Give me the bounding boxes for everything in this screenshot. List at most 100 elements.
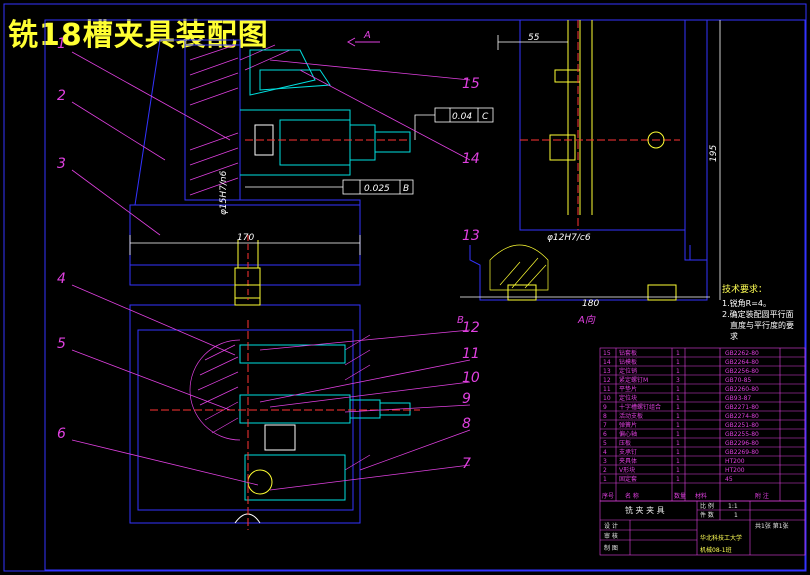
bom-cell-qty: 1 [676, 359, 680, 366]
bom-cell-qty: 1 [676, 404, 680, 411]
plan-hatch [189, 334, 371, 471]
bom-cell-qty: 1 [676, 350, 680, 357]
tb-class: 机械08-1班 [700, 546, 732, 554]
bom-cell-no: 5 [603, 440, 607, 447]
callout-4: 4 [57, 271, 66, 287]
tb-designer: 设 计 [604, 522, 618, 530]
bom-head-no: 序号 [602, 492, 614, 500]
callout-15: 15 [462, 76, 480, 92]
callout-2: 2 [57, 88, 66, 104]
bom-cell-std: GB2274-80 [725, 413, 759, 420]
bom-cell-std: GB2260-80 [725, 386, 759, 393]
callout-8: 8 [462, 416, 471, 432]
bom-cell-qty: 1 [676, 413, 680, 420]
req-line-1: 1.锐角R=4。 [722, 298, 771, 308]
req-line-4: 求 [730, 331, 738, 341]
callout-5: 5 [57, 336, 66, 352]
callout-10: 10 [462, 370, 480, 386]
tol-frame-c [414, 107, 494, 140]
bom-cell-qty: 1 [676, 395, 680, 402]
dim-55: 55 [528, 33, 540, 43]
callout-3: 3 [57, 156, 66, 172]
bom-head-note: 附 注 [755, 492, 769, 500]
bom-cell-name: 定位块 [619, 394, 637, 402]
front-view [129, 39, 361, 286]
view-mark-a-direction: A向 [577, 314, 596, 326]
bom-cell-name: 压板 [619, 439, 631, 447]
bom-cell-qty: 1 [676, 431, 680, 438]
bom-cell-std: GB2264-80 [725, 359, 759, 366]
tb-scale: 1:1 [728, 503, 738, 510]
bom-cell-no: 1 [603, 476, 607, 483]
view-mark-a: A [363, 30, 371, 41]
req-line-2: 2.确定装配圆平行面 [722, 309, 794, 319]
side-view [469, 19, 708, 301]
bom-cell-name: 紧定螺钉M [619, 376, 648, 384]
bom-cell-name: 定位销 [619, 367, 637, 375]
bom-header: 序号 名 称 数量 材料 附 注 [602, 492, 769, 500]
bom-cell-name: 夹具体 [619, 457, 637, 465]
outer-border [3, 3, 807, 572]
req-line-3: 直度与平行度的要 [730, 320, 794, 330]
tol-frame-b [245, 179, 414, 195]
tol-c-ref: C [482, 112, 489, 122]
bom-cell-std: GB2251-80 [725, 422, 759, 429]
bom-head-qty: 数量 [674, 492, 686, 500]
bom-head-mat: 材料 [695, 492, 707, 500]
tb-drawn: 制 图 [604, 544, 618, 552]
bom-cell-std: GB2262-80 [725, 350, 759, 357]
callout-7: 7 [462, 456, 471, 472]
bom-cell-qty: 1 [676, 368, 680, 375]
plan-parts [239, 344, 411, 501]
tol-c-value: 0.04 [452, 112, 472, 122]
inner-border [44, 19, 806, 571]
bom-cell-std: HT200 [725, 458, 745, 465]
bom-cell-name: 固定套 [619, 475, 637, 483]
bom-cell-no: 12 [603, 377, 611, 384]
bom-cell-name: V形块 [619, 466, 635, 474]
tb-checker: 审 核 [604, 532, 618, 540]
bom-cell-qty: 1 [676, 386, 680, 393]
dim-195: 195 [709, 145, 719, 162]
bom-cell-qty: 1 [676, 467, 680, 474]
view-mark-b: B [457, 315, 464, 326]
req-heading: 技术要求： [722, 283, 767, 295]
side-hatch [489, 244, 549, 291]
bom-cell-std: GB2255-80 [725, 431, 759, 438]
drawing-title: 铣18槽夹具装配图 [8, 18, 269, 53]
bom-cell-std: GB93-87 [725, 395, 751, 402]
bom-cell-name: 偏心轴 [619, 430, 637, 438]
tb-qty: 1 [734, 512, 738, 519]
callout-6: 6 [57, 426, 66, 442]
bom-cell-no: 6 [603, 431, 607, 438]
bom-cell-no: 14 [603, 359, 611, 366]
bom-cell-no: 11 [603, 386, 611, 393]
callout-9: 9 [462, 391, 471, 407]
bom-cell-qty: 1 [676, 440, 680, 447]
bom-cell-std: GB2271-80 [725, 404, 759, 411]
callout-14: 14 [462, 151, 480, 167]
bom-cell-no: 2 [603, 467, 607, 474]
bom-cell-std: GB2256-80 [725, 368, 759, 375]
tol-b-ref: B [403, 184, 409, 194]
fit-15-label: φ15H7/n6 [219, 170, 229, 215]
bom-cell-no: 4 [603, 449, 607, 456]
bom-cell-name: 十字槽螺钉组合 [619, 403, 661, 411]
tb-school: 华北科技工大学 [700, 534, 742, 542]
bom-cell-qty: 1 [676, 476, 680, 483]
plan-view [129, 284, 361, 524]
title-block-grid [599, 500, 806, 556]
callout-1: 1 [57, 36, 66, 52]
side-pins [549, 20, 593, 215]
bom-cell-std: 45 [725, 476, 733, 483]
bom-cell-std: GB70-85 [725, 377, 751, 384]
bom-cell-name: 活动支板 [619, 412, 643, 420]
tb-name: 铣 夹 夹 具 [625, 505, 665, 515]
callout-13: 13 [462, 228, 480, 244]
bom-cell-std: HT200 [725, 467, 745, 474]
bom-cell-qty: 1 [676, 422, 680, 429]
tol-b-value: 0.025 [364, 184, 390, 194]
tb-qty-label: 件 数 [700, 511, 714, 519]
